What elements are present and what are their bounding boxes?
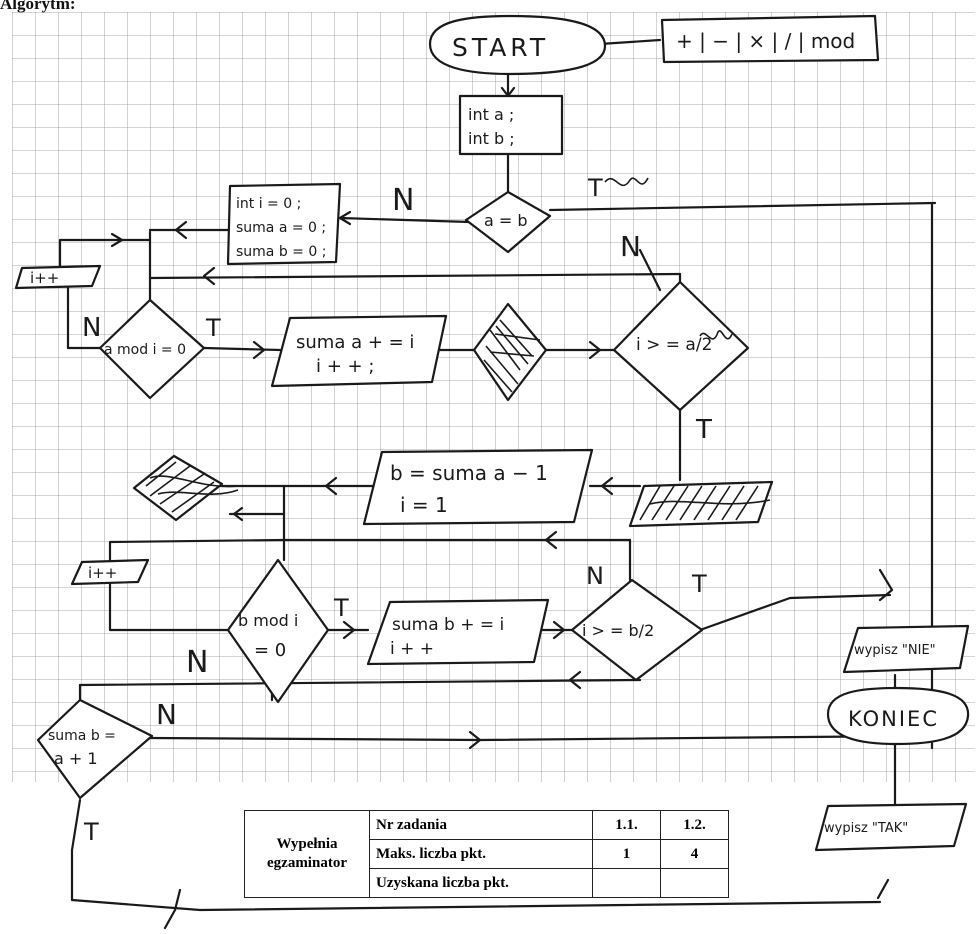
- bmod-line-1: b mod i: [238, 611, 298, 630]
- init-process: int a ; int b ;: [458, 94, 564, 156]
- final-line-2: a + 1: [54, 749, 98, 768]
- bmod-decision: b mod i = 0: [226, 558, 330, 704]
- compare-ab-decision: a = b: [464, 190, 552, 254]
- scribbled-block-b: [628, 480, 774, 528]
- scribbled-decision-a: [472, 302, 548, 402]
- declare-line-3: suma b = 0 ;: [236, 244, 326, 260]
- final-yes-label: T: [83, 818, 99, 846]
- suma-b-process: suma b + = i i + +: [366, 598, 550, 666]
- score-cell: 1.1.: [592, 810, 661, 840]
- score-cell: 1: [592, 839, 661, 869]
- start-terminal: START: [428, 14, 607, 76]
- amod-no-label: N: [82, 313, 101, 343]
- declare-line-2: suma a = 0 ;: [236, 220, 326, 236]
- loop-b-yes-label: T: [691, 570, 707, 598]
- end-terminal: KONIEC: [826, 686, 970, 746]
- bmod-no-label: N: [186, 645, 208, 680]
- operators-box: + | − | × | / | mod: [660, 14, 880, 64]
- init-line-2: int b ;: [468, 129, 515, 148]
- score-input-cell[interactable]: [592, 868, 661, 898]
- score-input-cell[interactable]: [660, 868, 729, 898]
- bmod-line-2: = 0: [254, 640, 286, 661]
- loop-check-a-label: i > = a/2: [636, 335, 712, 355]
- loop-check-a-decision: i > = a/2: [612, 280, 750, 412]
- bmod-yes-label: T: [333, 594, 349, 622]
- final-line-1: suma b =: [48, 728, 116, 744]
- init-line-1: int a ;: [468, 105, 514, 124]
- amod-label: a mod i = 0: [104, 342, 186, 358]
- loop-a-no-label: N: [620, 230, 641, 263]
- assign-b-process: b = suma a − 1 i = 1: [362, 448, 594, 526]
- score-row-label: Nr zadania: [369, 810, 593, 840]
- start-label: START: [452, 33, 549, 62]
- score-row-label: Uzyskana liczba pkt.: [369, 868, 593, 898]
- compare-ab-yes-label: T: [587, 174, 603, 202]
- operators-label: + | − | × | / | mod: [676, 29, 855, 53]
- connector-lines: [58, 38, 937, 930]
- output-nie: wypisz "NIE": [842, 624, 970, 674]
- increment-b-process: i++: [70, 558, 150, 586]
- final-no-label: N: [156, 698, 177, 731]
- increment-a-label: i++: [30, 269, 59, 287]
- assign-b-line-1: b = suma a − 1: [390, 461, 548, 485]
- output-nie-label: wypisz "NIE": [854, 643, 936, 658]
- suma-b-line-2: i + +: [390, 639, 434, 659]
- score-table: Wypełnia egzaminator Nr zadania 1.1. 1.2…: [244, 810, 729, 898]
- increment-b-label: i++: [88, 564, 117, 582]
- declare-line-1: int i = 0 ;: [236, 196, 301, 212]
- suma-b-line-1: suma b + = i: [392, 615, 504, 635]
- page-title: Algorytm:: [0, 0, 76, 13]
- compare-ab-label: a = b: [484, 211, 528, 230]
- loop-check-b-label: i > = b/2: [582, 621, 654, 640]
- output-tak: wypisz "TAK": [814, 802, 968, 852]
- suma-a-line-1: suma a + = i: [296, 332, 414, 353]
- amod-yes-label: T: [205, 314, 221, 342]
- loop-b-no-label: N: [586, 562, 604, 590]
- loop-check-b-decision: i > = b/2: [570, 578, 704, 682]
- end-label: KONIEC: [848, 707, 939, 731]
- loop-a-yes-label: T: [695, 415, 712, 445]
- amod-decision: a mod i = 0: [98, 298, 206, 400]
- scribble-tak: [604, 177, 649, 187]
- declare-process: int i = 0 ; suma a = 0 ; suma b = 0 ;: [226, 182, 342, 266]
- score-cell: 4: [660, 839, 729, 869]
- score-cell: 1.2.: [660, 810, 729, 840]
- suma-a-process: suma a + = i i + + ;: [270, 314, 448, 388]
- output-tak-label: wypisz "TAK": [824, 821, 908, 836]
- scribbled-decision-b: [132, 454, 241, 522]
- final-decision: suma b = a + 1: [36, 698, 154, 800]
- assign-b-line-2: i = 1: [400, 493, 448, 517]
- score-table-header: Wypełnia egzaminator: [244, 810, 370, 898]
- score-row-label: Maks. liczba pkt.: [369, 839, 593, 869]
- increment-a-process: i++: [14, 264, 102, 290]
- suma-a-line-2: i + + ;: [316, 356, 374, 377]
- compare-ab-no-label: N: [392, 183, 414, 218]
